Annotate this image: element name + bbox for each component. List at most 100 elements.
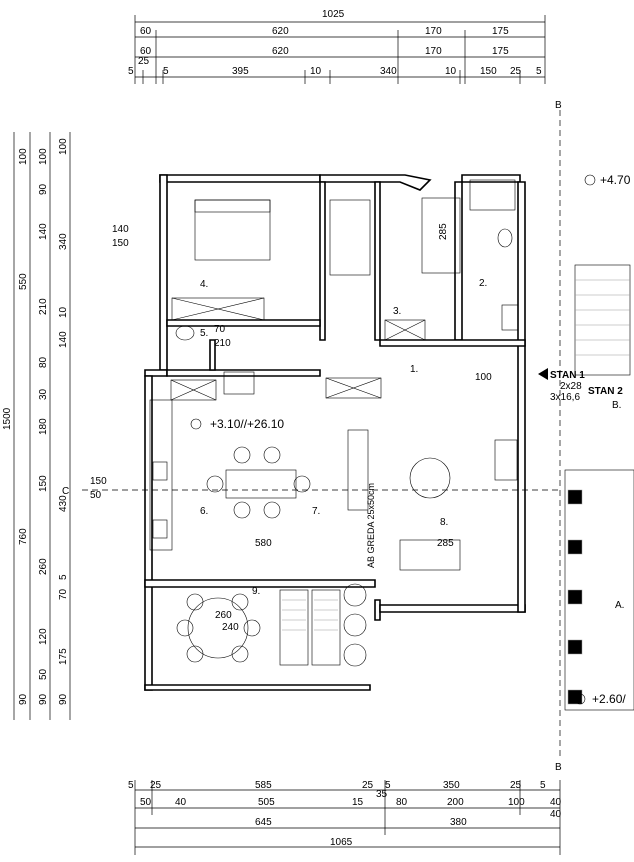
dim-left-c2-7: 150 xyxy=(38,475,49,492)
dim-top-r1-2: 170 xyxy=(425,26,442,37)
coffee-table xyxy=(409,457,451,499)
dim-top-r3-1: 25 xyxy=(138,56,150,67)
dim-left-c3-9: 5 xyxy=(58,574,69,580)
dim-top-r3-8: 25 xyxy=(510,66,522,77)
terrace-chairs xyxy=(176,593,261,663)
dim-top-r1-1: 620 xyxy=(272,26,289,37)
inner-dimensions: 140 150 70 210 285 100 580 285 260 240 xyxy=(112,223,492,633)
dim-left-c3-12: 175 xyxy=(58,648,69,665)
bathtub-2 xyxy=(469,179,516,211)
dim-bot-r3-1: 380 xyxy=(450,817,467,828)
dim-left-c2-1: 90 xyxy=(38,183,49,195)
level-marker-main xyxy=(190,418,202,430)
single-bed-3 xyxy=(329,199,371,276)
room-2: 2. xyxy=(479,278,487,289)
bottom-dimensions: 5 25 585 25 5 350 25 5 50 40 505 15 80 2… xyxy=(128,780,562,855)
level-marker-top xyxy=(584,174,596,186)
stair-dim-1: 2x28 xyxy=(560,381,582,392)
level-right-bottom: +2.60/ xyxy=(592,692,626,706)
armchair xyxy=(494,439,518,481)
dim-left-c3-2: 340 xyxy=(58,233,69,250)
dim-bot-r2-0: 50 xyxy=(140,797,152,808)
dim-left-1500: 1500 xyxy=(2,407,13,430)
wardrobe-3 xyxy=(384,319,426,341)
inner-dim-38: 580 xyxy=(255,538,272,549)
dim-bot-r2-6: 100 xyxy=(508,797,525,808)
furniture xyxy=(149,179,519,667)
section-b-bottom: B xyxy=(555,762,562,773)
dim-top-r2-0: 60 xyxy=(140,46,152,57)
dim-left-c2-5: 30 xyxy=(38,388,49,400)
lounger-2 xyxy=(311,589,341,666)
room-1: 1. xyxy=(410,364,418,375)
left-dimensions: 1500 550 100 760 90 100 90 140 210 80 30… xyxy=(2,132,71,720)
dim-top-r2-3: 175 xyxy=(492,46,509,57)
dim-left-c2-9: 760 xyxy=(18,528,29,545)
dim-top-r3-0: 5 xyxy=(128,66,134,77)
stair-dim-2: 3x16,6 xyxy=(550,392,580,403)
walls xyxy=(144,174,526,691)
flat-a xyxy=(564,469,634,711)
dim-left-550: 550 xyxy=(18,273,29,290)
dim-left-c3-13: 90 xyxy=(58,693,69,705)
dim-top-r1-3: 175 xyxy=(492,26,509,37)
inner-dim-30: 100 xyxy=(475,372,492,383)
dim-top-r3-3: 395 xyxy=(232,66,249,77)
dim-top-r3-4: 10 xyxy=(310,66,322,77)
dim-left-c2-13: 90 xyxy=(18,693,29,705)
dim-bot-r1-1: 25 xyxy=(150,780,162,791)
section-c-dim-1: 150 xyxy=(90,476,107,487)
double-bed xyxy=(194,199,271,261)
room-9: 9. xyxy=(252,586,260,597)
dim-top-total: 1025 xyxy=(322,9,345,20)
dim-left-c2-0: 100 xyxy=(18,148,29,165)
inner-dim-66: 240 xyxy=(222,622,239,633)
plant-1 xyxy=(343,583,367,607)
room-6: 6. xyxy=(200,506,208,517)
dim-bot-r1-4: 5 xyxy=(385,780,391,791)
dim-left-c2-3: 210 xyxy=(38,298,49,315)
level-main: +3.10//+26.10 xyxy=(210,417,284,431)
inner-dim-2: 70 xyxy=(214,324,226,335)
lounger-1 xyxy=(279,589,309,666)
dim-top-r1-0: 60 xyxy=(140,26,152,37)
dim-top-r3-2: 5 xyxy=(163,66,169,77)
dim-bot-r1-7: 5 xyxy=(540,780,546,791)
dim-left-c3-0: 100 xyxy=(58,138,69,155)
inner-dim-0: 140 xyxy=(112,224,129,235)
plant-3 xyxy=(343,643,367,667)
dim-bot-r2-3: 15 xyxy=(352,797,364,808)
inner-dim-3: 210 xyxy=(214,338,231,349)
level-marker-bottom xyxy=(574,693,586,705)
level-marks: +3.10//+26.10 +4.70 +2.60/ xyxy=(190,173,631,706)
wardrobe-hall-2 xyxy=(325,377,382,399)
dining-table xyxy=(225,469,297,499)
toilet-5 xyxy=(175,325,195,341)
room-labels: 4. 3. 2. 5. 1. 6. 7. 8. 9. A. xyxy=(200,278,624,611)
room-7: 7. xyxy=(312,506,320,517)
sink-5 xyxy=(223,371,255,395)
dim-bot-small-1: 40 xyxy=(550,809,562,820)
dim-bot-r1-3: 25 xyxy=(362,780,374,791)
section-c: C xyxy=(62,486,69,497)
dim-bot-r2-4: 80 xyxy=(396,797,408,808)
wardrobe-4 xyxy=(171,297,265,321)
top-dimensions: 1025 60 620 170 175 60 620 170 175 5 25 … xyxy=(128,9,546,84)
section-b-top: B xyxy=(555,100,562,111)
dim-bot-r3-0: 645 xyxy=(255,817,272,828)
dim-left-c3-3: 10 xyxy=(58,306,69,318)
dim-left-c2-2: 140 xyxy=(38,223,49,240)
wardrobe-hall xyxy=(170,379,217,401)
dim-bot-r2-1: 40 xyxy=(175,797,187,808)
inner-dim-65: 260 xyxy=(215,610,232,621)
dim-left-c3-10: 70 xyxy=(58,588,69,600)
washer xyxy=(501,304,519,331)
dim-top-r2-1: 620 xyxy=(272,46,289,57)
room-5: 5. xyxy=(200,328,208,339)
room-3: 3. xyxy=(393,306,401,317)
section-lines: B B C 150 50 xyxy=(62,100,562,773)
stan-b: B. xyxy=(612,400,621,411)
terrace-table xyxy=(187,597,249,659)
stan-2: STAN 2 xyxy=(588,386,623,397)
